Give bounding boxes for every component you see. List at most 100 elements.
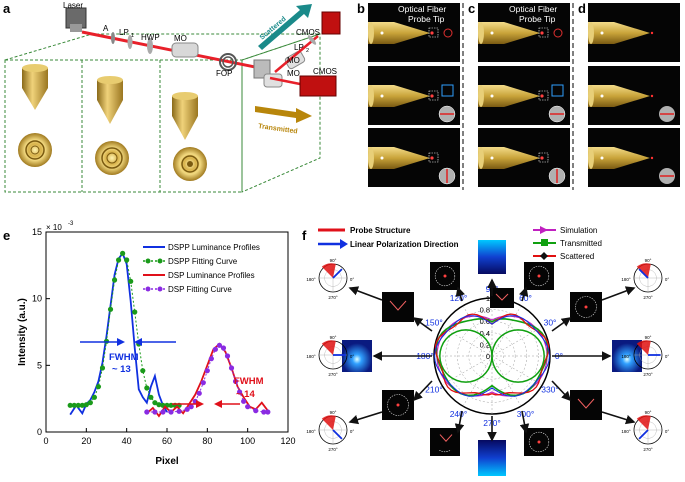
panel-a: a [3,1,341,193]
legend-polarization: Linear Polarization Direction [350,240,459,249]
polar-spoke [491,355,543,386]
header-c-2: Probe Tip [519,14,556,24]
sim-left [342,340,372,372]
polar-spoke [441,355,493,386]
label-cmos-s: CMOS [296,28,320,37]
series-line-0 [69,251,168,416]
series-point-1 [116,257,122,263]
series-point-1 [152,400,158,406]
polar-angle-label: 120° [450,293,468,303]
panel-f: f Probe Structure Linear Polarization Di… [302,226,669,476]
series-point-3 [241,398,247,404]
x-tick-label: 120 [280,436,295,446]
sim-bottom [478,440,506,476]
legend-probe-structure: Probe Structure [350,226,411,235]
series-point-3 [212,346,218,352]
series-point-1 [128,278,134,284]
y-tick-label: 5 [37,360,42,370]
cmos-scattered [321,11,341,35]
micrograph-tiles [368,3,680,187]
label-mo1: MO [174,34,187,43]
series-point-1 [75,402,81,408]
polar-r-label: 0 [486,352,490,361]
lp1 [127,35,133,49]
polar-spoke [462,305,493,357]
pointer-arrow [519,410,530,434]
series-line-2 [146,342,269,418]
label-a: A [103,24,109,33]
svg-text:0°: 0° [350,429,355,434]
x-tick-label: 40 [122,436,132,446]
polar-angle-label: 330° [541,385,559,395]
polar-ring [445,309,539,403]
panel-f-label: f [302,228,307,243]
svg-text:90°: 90° [330,335,337,340]
series-point-3 [237,389,243,395]
polar-r-label: 0.2 [480,340,490,349]
series-point-3 [220,345,227,351]
series-point-1 [71,402,77,408]
tile-c-2 [478,66,570,125]
series-point-1 [99,365,106,371]
polar-r-label: 0.8 [480,306,490,315]
tile-b-2 [368,66,460,125]
label-laser: Laser [63,1,83,10]
label-lp2: LP [294,43,304,52]
svg-text:270°: 270° [328,372,338,377]
header-c-1: Optical Fiber [509,4,557,14]
svg-text:180°: 180° [306,354,316,359]
f-surround: 90°180°0°270°90°180°0°270°90°180°0°270°9… [306,240,669,476]
series-point-3 [168,409,174,415]
svg-text:180°: 180° [306,429,316,434]
panel-e-label: e [3,228,10,243]
tile-d-2 [588,66,680,125]
series-point-3 [232,378,239,384]
series-point-3 [208,356,214,362]
bc-headers: Optical Fiber Probe Tip Optical Fiber Pr… [398,4,557,24]
polar-r-label: 0.4 [480,329,490,338]
e-series [67,250,271,418]
aperture [111,32,115,44]
polar-r-label: 0.6 [480,317,490,326]
svg-text:0°: 0° [350,354,355,359]
tile-c-3 [478,128,570,187]
thumb-tr [524,262,554,290]
exponent-power: -3 [68,221,74,227]
polar-angle-label: 300° [517,409,535,419]
polar-ring [468,332,516,380]
polar-angle-label: 30° [544,318,557,328]
svg-text:0°: 0° [665,277,670,282]
mo1 [171,42,199,58]
tile-c-1 [478,3,570,62]
mini-polar-4: 90°180°0°270° [621,258,669,300]
tile-d-1 [588,3,680,62]
thumb-tl [430,262,460,290]
series-point-3 [204,368,210,374]
frame-front [4,59,243,193]
svg-text:270°: 270° [643,447,653,452]
svg-text:270°: 270° [643,372,653,377]
label-lp1: LP [119,28,129,37]
pointer-arrow [551,317,572,332]
y-tick-label: 0 [37,427,42,437]
pointer-arrow [412,380,433,402]
panel-b-label: b [357,1,365,16]
polar-ring [480,344,504,368]
legend-dspp-lum: DSPP Luminance Profiles [168,243,260,252]
pointer-arrow [551,380,572,402]
svg-text:90°: 90° [330,410,337,415]
polar-main: 0°30°60°90°120°150°180°210°240°270°300°3… [416,284,563,428]
svg-text:270°: 270° [328,295,338,300]
panel-c-label: c [468,1,475,16]
transmitted-arrow [255,106,312,123]
x-tick-label: 60 [162,436,172,446]
pointer-arrow [519,286,529,302]
y-tick-label: 15 [32,227,42,237]
fwhm-red-value: ~ 14 [236,389,255,400]
x-tick-label: 80 [202,436,212,446]
f-legend-right: Simulation Transmitted Scattered [533,226,602,261]
pointer-arrow [455,286,465,302]
thumb-top-v [490,288,514,308]
fwhm-blue: FWHM ~ 13 [80,338,176,375]
